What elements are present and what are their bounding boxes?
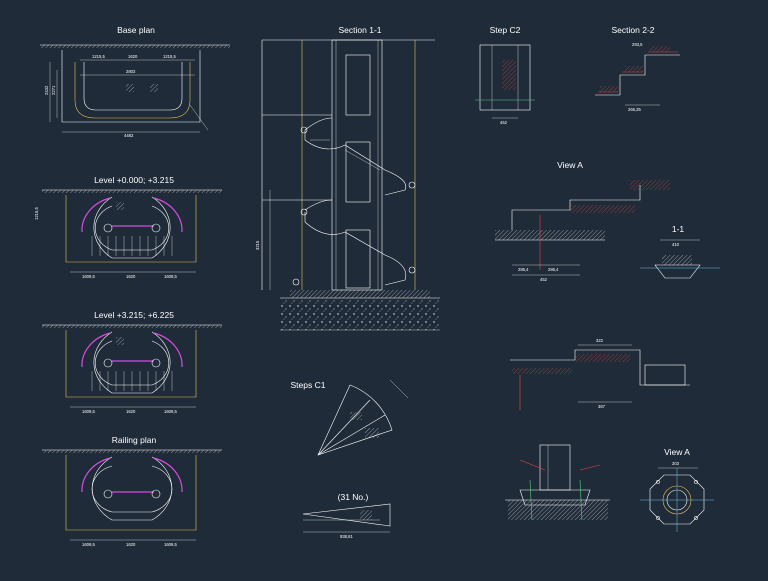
view-a-tread-upper bbox=[630, 180, 670, 190]
quantity-label: (31 No.) bbox=[338, 492, 369, 502]
dim-1215-right: 1215,5 bbox=[163, 54, 176, 59]
dim-1620-l2: 1620 bbox=[126, 409, 136, 414]
dim-1215-l1: 1215,5 bbox=[34, 207, 39, 220]
view-a-top-drawing: View A 286,4 286,4 452 bbox=[495, 160, 670, 282]
dim-1620-r: 1620 bbox=[126, 542, 136, 547]
section-1-1-title: Section 1-1 bbox=[339, 25, 382, 35]
base-plan-title: Base plan bbox=[117, 25, 155, 35]
dim-452: 452 bbox=[540, 277, 548, 282]
steps-c1-drawing: Steps C1 bbox=[291, 379, 409, 456]
base-plan-drawing: Base plan 1215,5 1620 1215,5 2803 4483 2… bbox=[40, 25, 230, 138]
dim-2864-left: 286,4 bbox=[518, 267, 529, 272]
dim-1609-right-l1: 1609,5 bbox=[164, 274, 177, 279]
column-base-detail bbox=[505, 444, 610, 521]
view-a-top-title: View A bbox=[557, 160, 583, 170]
steps-c1-title: Steps C1 bbox=[291, 380, 326, 390]
dim-1609-left-l1: 1609,5 bbox=[82, 274, 95, 279]
dim-1620-top: 1620 bbox=[128, 54, 138, 59]
dim-2803: 2803 bbox=[126, 69, 136, 74]
dim-step-c2: 452 bbox=[500, 120, 508, 125]
step-c2-drawing: Step C2 452 bbox=[475, 25, 535, 125]
level-1-title: Level +0.000; +3.215 bbox=[94, 175, 174, 185]
view-a-tread-lower bbox=[570, 205, 635, 213]
dim-2935: 293,5 bbox=[632, 42, 643, 47]
railing-plan-title: Railing plan bbox=[112, 435, 157, 445]
dim-4483: 4483 bbox=[124, 133, 134, 138]
dim-1215-left: 1215,5 bbox=[92, 54, 105, 59]
step-c2-title: Step C2 bbox=[490, 25, 521, 35]
door-upper bbox=[345, 54, 371, 116]
level-2-title: Level +3.215; +6.225 bbox=[94, 310, 174, 320]
base-plate-1 bbox=[126, 84, 134, 92]
dim-938: 938,81 bbox=[340, 534, 353, 539]
view-a-bottom-title: View A bbox=[664, 447, 690, 457]
dim-1609-right-l2: 1609,5 bbox=[164, 409, 177, 414]
dim-410: 410 bbox=[672, 242, 680, 247]
railing-plan: Railing plan 1609,5 1620 1609,5 bbox=[42, 435, 222, 547]
dim-367: 367 bbox=[598, 404, 606, 409]
section-2-2-drawing: Section 2-2 266,35 293,5 bbox=[595, 25, 680, 112]
dim-1609-left-r: 1609,5 bbox=[82, 542, 95, 547]
tread-connection-detail: 322 367 bbox=[510, 338, 690, 410]
dim-2432: 2432 bbox=[44, 85, 49, 95]
detail-1-1-drawing: 1-1 410 bbox=[640, 224, 720, 279]
dim-1609-right-r: 1609,5 bbox=[164, 542, 177, 547]
dim-322: 322 bbox=[596, 338, 604, 343]
level-2-plan: Level +3.215; +6.225 1609,5 1620 1609,5 bbox=[42, 310, 222, 414]
dim-3215: 3215 bbox=[255, 240, 260, 250]
door-middle bbox=[345, 141, 371, 203]
base-plate-2 bbox=[150, 84, 158, 92]
section-2-2-title: Section 2-2 bbox=[612, 25, 655, 35]
door-lower bbox=[345, 229, 371, 289]
view-a-bottom-drawing: View A 303 bbox=[640, 447, 714, 532]
dim-2271: 2271 bbox=[51, 85, 56, 95]
step-c2-section bbox=[502, 60, 516, 90]
dim-266: 266,35 bbox=[628, 107, 641, 112]
dim-303: 303 bbox=[672, 461, 680, 466]
dim-2864-right: 286,4 bbox=[548, 267, 559, 272]
steps-c1-side-view: (31 No.) 938,81 bbox=[302, 492, 391, 539]
dim-1609-left-l2: 1609,5 bbox=[82, 409, 95, 414]
section-1-1-drawing: Section 1-1 3215 bbox=[255, 25, 440, 331]
detail-1-1-title: 1-1 bbox=[672, 224, 685, 234]
level-1-plan: Level +0.000; +3.215 1609,5 1620 1609,5 … bbox=[34, 175, 222, 279]
dim-1620-l1: 1620 bbox=[126, 274, 136, 279]
